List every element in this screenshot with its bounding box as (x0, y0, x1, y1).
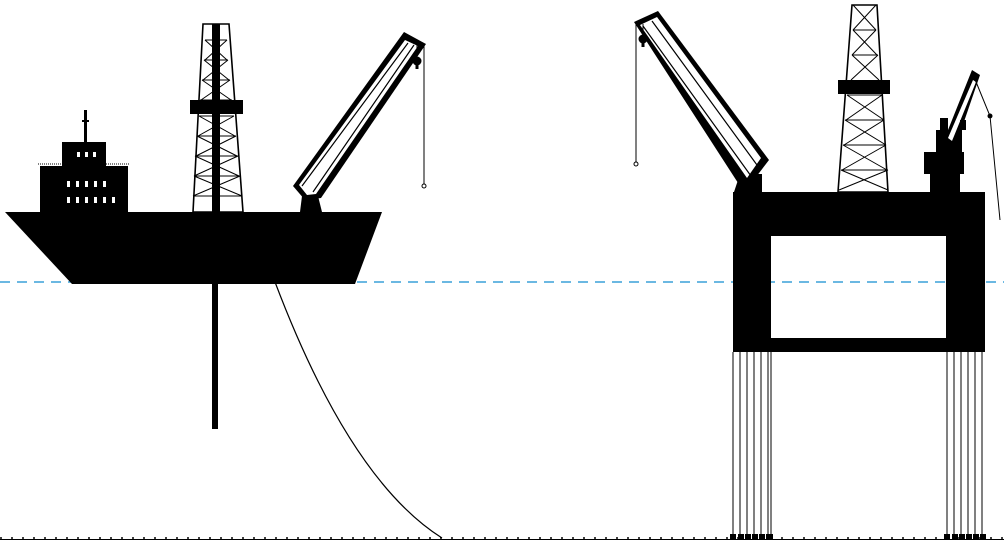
platform-legs-left (732, 352, 772, 537)
seabed (0, 537, 1004, 540)
drill-riser (212, 284, 218, 429)
ship-bridge (38, 110, 130, 214)
ship-hull (5, 212, 382, 284)
platform-derrick (837, 4, 890, 193)
platform-crane-left (633, 11, 769, 192)
ship-derrick (190, 23, 244, 213)
mooring-line (274, 281, 443, 539)
platform-frame (733, 192, 985, 352)
drillship (5, 23, 443, 539)
platform-crane-right (924, 70, 1001, 221)
platform-anchors-left (730, 534, 773, 539)
platform-anchors-right (944, 534, 986, 539)
semi-submersible-platform (633, 4, 1001, 539)
platform-legs-right (946, 352, 983, 537)
ship-crane (293, 32, 427, 212)
